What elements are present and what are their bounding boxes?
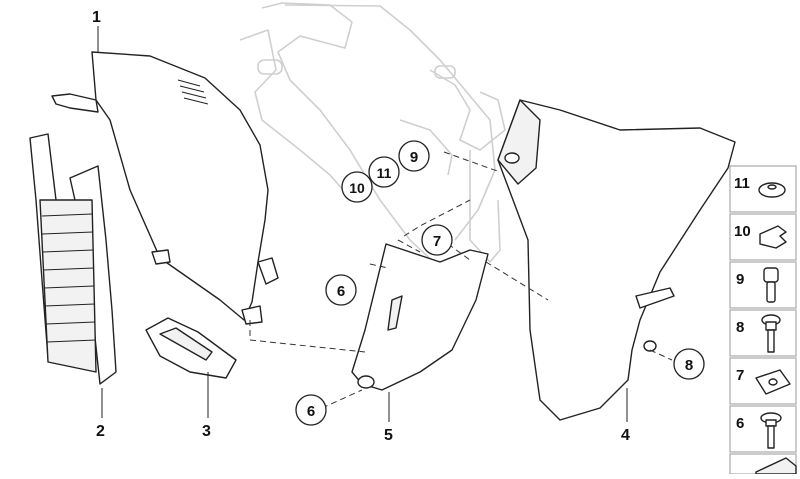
rail-cell-9[interactable] bbox=[729, 261, 797, 309]
label-part-5: 5 bbox=[384, 427, 393, 444]
callout-6-upper[interactable]: 6 bbox=[325, 274, 357, 306]
callout-9[interactable]: 9 bbox=[398, 140, 430, 172]
callout-7-label: 7 bbox=[433, 233, 441, 250]
rail-label-11: 11 bbox=[734, 175, 750, 192]
nut-clip-icon bbox=[755, 369, 791, 395]
screw-icon bbox=[761, 314, 781, 353]
assembly-lines bbox=[249, 151, 673, 409]
rail-label-10: 10 bbox=[734, 223, 751, 240]
rail-label-6: 6 bbox=[736, 415, 744, 432]
bolt-icon bbox=[760, 412, 782, 449]
callout-9-label: 9 bbox=[410, 149, 418, 166]
rail-label-8: 8 bbox=[736, 319, 744, 336]
callout-6-lower-label: 6 bbox=[307, 403, 315, 420]
callout-6-upper-label: 6 bbox=[337, 283, 345, 300]
grille-slats bbox=[41, 213, 97, 343]
rail-label-7: 7 bbox=[736, 367, 744, 384]
callout-7[interactable]: 7 bbox=[421, 224, 453, 256]
callout-11-label: 11 bbox=[377, 165, 392, 181]
fastener-rail: 11 10 9 8 7 6 bbox=[729, 165, 797, 475]
label-part-3: 3 bbox=[202, 423, 211, 440]
callout-8[interactable]: 8 bbox=[673, 348, 705, 380]
rail-cell-6[interactable] bbox=[729, 405, 797, 453]
callout-8-label: 8 bbox=[685, 357, 693, 374]
label-part-2: 2 bbox=[96, 423, 105, 440]
label-part-1: 1 bbox=[92, 9, 101, 26]
ghost-frame bbox=[239, 2, 506, 269]
label-part-4: 4 bbox=[621, 427, 630, 444]
callout-6-lower[interactable]: 6 bbox=[295, 394, 327, 426]
callout-10-label: 10 bbox=[349, 180, 365, 196]
part-1-side-panel[interactable] bbox=[51, 51, 279, 325]
callout-10[interactable]: 10 bbox=[341, 171, 373, 203]
leader-lines bbox=[97, 26, 628, 422]
part-4-fairing[interactable] bbox=[497, 99, 736, 421]
washer-icon bbox=[758, 182, 786, 198]
part-5-bracket[interactable] bbox=[351, 243, 489, 391]
part-2-grille[interactable] bbox=[29, 133, 117, 385]
rail-label-9: 9 bbox=[736, 271, 744, 288]
vent-slots bbox=[177, 79, 209, 105]
part-3-cover[interactable] bbox=[145, 317, 237, 379]
callout-11[interactable]: 11 bbox=[368, 156, 400, 188]
pin-icon bbox=[763, 267, 779, 303]
clip-icon bbox=[759, 225, 787, 249]
